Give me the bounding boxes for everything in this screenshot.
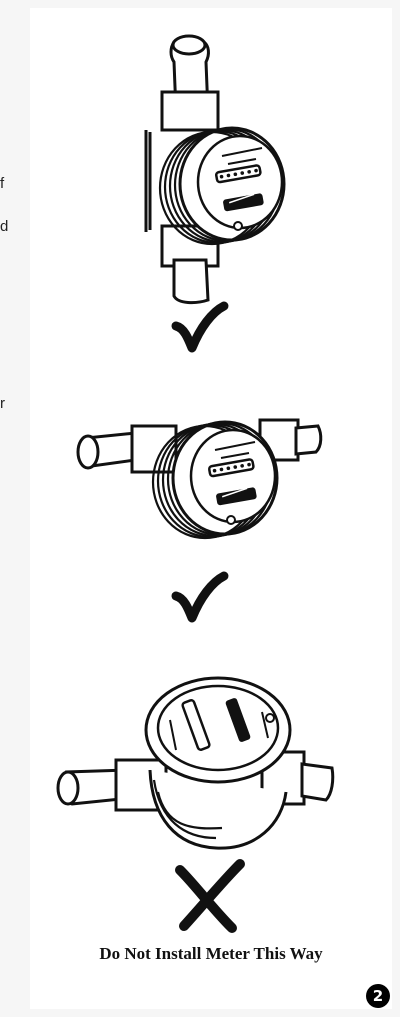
page-number-badge: 2 — [366, 984, 390, 1008]
cropped-text-fragment: f — [0, 176, 4, 191]
cropped-text-fragment: r — [0, 396, 5, 411]
meter-vertical-illustration — [146, 36, 284, 303]
cropped-text-fragment: d — [0, 219, 8, 234]
cross-icon — [180, 864, 240, 928]
meter-dial-up-illustration — [58, 678, 333, 848]
check-icon — [176, 306, 224, 348]
meter-installation-illustration — [30, 8, 392, 938]
warning-caption: Do Not Install Meter This Way — [30, 944, 392, 964]
check-icon — [176, 576, 224, 618]
meter-horizontal-illustration — [78, 420, 321, 538]
